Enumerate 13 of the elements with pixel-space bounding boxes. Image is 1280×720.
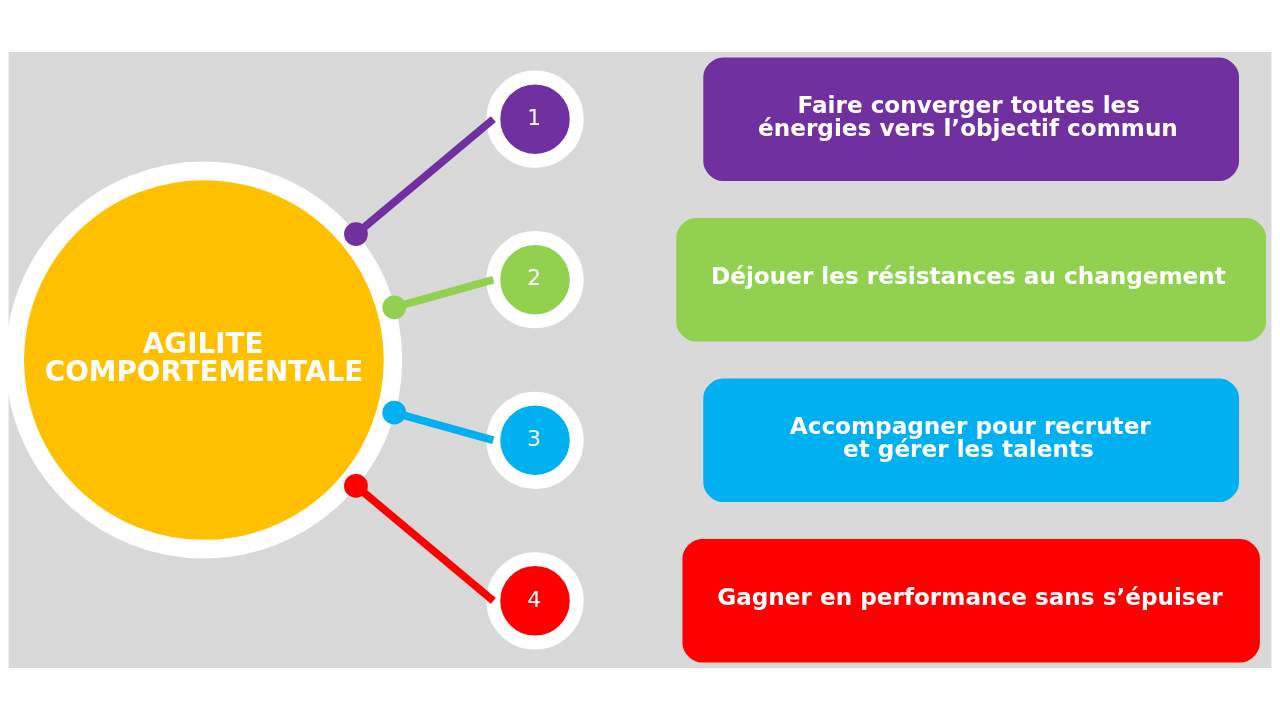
connector <box>382 400 495 444</box>
node-circle: 4 <box>486 552 584 650</box>
connector <box>344 116 496 246</box>
node-box: Déjouer les résistances au changement <box>676 217 1267 342</box>
node-box: Faire converger toutes les énergies vers l’objectif commun <box>703 57 1239 181</box>
node-circle: 3 <box>486 391 584 489</box>
node-circle: AGILITE COMPORTEMENTALE <box>8 161 403 559</box>
connector <box>382 276 495 320</box>
node-box: Gagner en performance sans s’épuiser <box>682 539 1260 663</box>
node-circle: 2 <box>486 231 584 329</box>
node-circle: 1 <box>486 70 584 168</box>
connector <box>344 474 496 604</box>
node-box: Accompagner pour recruter et gérer les talents <box>703 378 1239 503</box>
